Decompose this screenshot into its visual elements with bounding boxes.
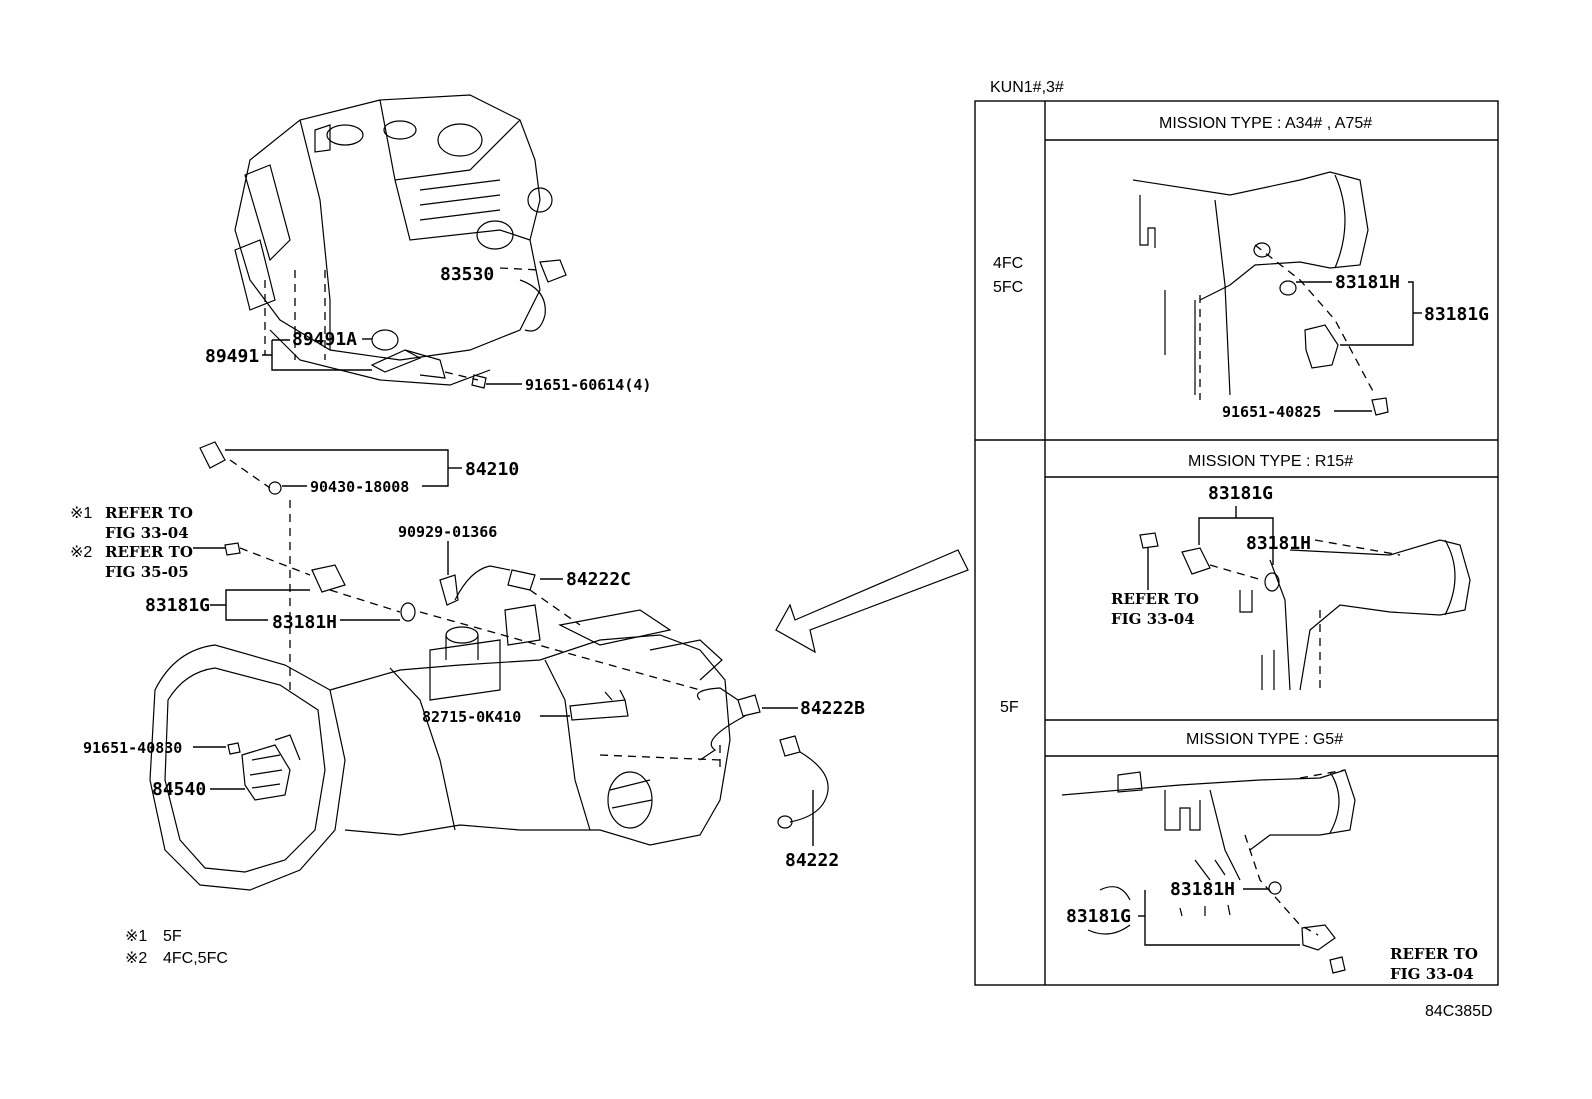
figure-code: 84C385D xyxy=(1425,1003,1493,1020)
variant-table xyxy=(974,100,1499,986)
ref2-line1: REFER TO xyxy=(105,543,193,561)
panel-r15-83181G: 83181G xyxy=(1208,483,1273,504)
panel-g5-illustration xyxy=(1061,769,1356,974)
label-82715-0K410: 82715-0K410 xyxy=(422,708,521,726)
label-83181G: 83181G xyxy=(145,595,210,616)
label-89491: 89491 xyxy=(205,346,259,367)
panel-r15-83181H: 83181H xyxy=(1246,533,1311,554)
engine-illustration xyxy=(234,94,567,389)
footnote2-text: 4FC,5FC xyxy=(163,950,228,967)
panel-r15-ref-line2: FIG 33-04 xyxy=(1111,610,1195,628)
label-90929-01366: 90929-01366 xyxy=(398,523,497,541)
label-90430-18008: 90430-18008 xyxy=(310,478,409,496)
footnote2-mark: ※2 xyxy=(125,950,147,967)
variant-4fc: 4FC xyxy=(993,255,1023,272)
label-89491A: 89491A xyxy=(292,329,357,350)
engine-leaders xyxy=(262,338,522,385)
panel-g5-83181G: 83181G xyxy=(1066,906,1131,927)
label-91651-60614: 91651-60614(4) xyxy=(525,376,651,394)
panel-g5-ref-line2: FIG 33-04 xyxy=(1390,965,1474,983)
applicability-label: KUN1#,3# xyxy=(990,79,1064,96)
variant-5f: 5F xyxy=(1000,699,1019,716)
ref1-line1: REFER TO xyxy=(105,504,193,522)
label-84210: 84210 xyxy=(465,459,519,480)
ref1-mark: ※1 xyxy=(70,505,92,522)
panel-r15-leaders xyxy=(1147,506,1274,590)
variant-5fc: 5FC xyxy=(993,279,1023,296)
label-83181H: 83181H xyxy=(272,612,337,633)
label-84222B: 84222B xyxy=(800,698,865,719)
panel-a34-83181G: 83181G xyxy=(1424,304,1489,325)
panel-r15-illustration xyxy=(1139,532,1471,691)
label-84540: 84540 xyxy=(152,779,206,800)
label-83530: 83530 xyxy=(440,264,494,285)
panel-a34-91651-40825: 91651-40825 xyxy=(1222,403,1321,421)
label-84222C: 84222C xyxy=(566,569,631,590)
transmission-leaders xyxy=(193,449,814,846)
transmission-illustration xyxy=(149,441,829,891)
panel-a34-leaders xyxy=(1296,281,1422,412)
label-91651-40830: 91651-40830 xyxy=(83,739,182,757)
pointer-arrow-icon xyxy=(775,549,969,654)
ref1-line2: FIG 33-04 xyxy=(105,524,189,542)
label-84222: 84222 xyxy=(785,850,839,871)
footnote1-mark: ※1 xyxy=(125,928,147,945)
footnote1-text: 5F xyxy=(163,928,182,945)
panel-a34-illustration xyxy=(1132,171,1389,416)
mission-type-g5: MISSION TYPE : G5# xyxy=(1186,731,1343,748)
ref2-mark: ※2 xyxy=(70,544,92,561)
mission-type-a34: MISSION TYPE : A34# , A75# xyxy=(1159,115,1372,132)
mission-type-r15: MISSION TYPE : R15# xyxy=(1188,453,1353,470)
panel-a34-83181H: 83181H xyxy=(1335,272,1400,293)
panel-g5-ref-line1: REFER TO xyxy=(1390,945,1478,963)
ref2-line2: FIG 35-05 xyxy=(105,563,189,581)
reference-notes: ※1 REFER TO FIG 33-04 ※2 REFER TO FIG 35… xyxy=(70,504,193,581)
panel-r15-ref-line1: REFER TO xyxy=(1111,590,1199,608)
panel-g5-83181H: 83181H xyxy=(1170,879,1235,900)
panel-g5-leaders xyxy=(1138,888,1300,946)
footnotes: ※1 5F ※2 4FC,5FC xyxy=(125,928,228,967)
